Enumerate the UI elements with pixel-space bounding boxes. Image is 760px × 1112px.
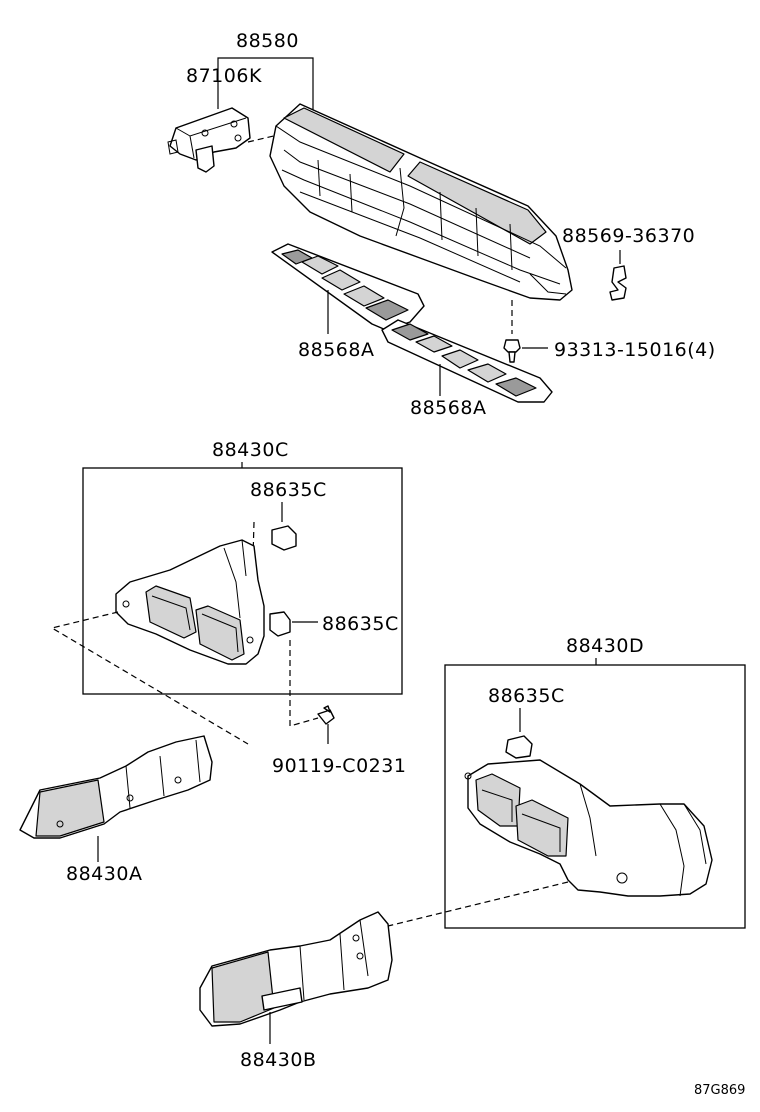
label-90119-c0231[interactable]: 90119-C0231 <box>272 755 406 777</box>
diagram-code: 87G869 <box>694 1083 745 1098</box>
label-88568a-1[interactable]: 88568A <box>298 339 374 361</box>
dash-87106k-to-88580 <box>247 133 283 143</box>
box-88430d <box>444 664 746 929</box>
label-88635c-2[interactable]: 88635C <box>322 613 399 635</box>
label-88430d[interactable]: 88430D <box>566 635 644 657</box>
label-88430c[interactable]: 88430C <box>212 439 289 461</box>
dash-88430c-to-88430a <box>50 611 249 745</box>
label-88635c-1[interactable]: 88635C <box>250 479 327 501</box>
part-87106k-unit[interactable] <box>167 107 251 173</box>
leader-88580 <box>217 57 314 110</box>
label-88569-36370[interactable]: 88569-36370 <box>562 225 695 247</box>
label-88580[interactable]: 88580 <box>236 30 299 52</box>
part-88430b-duct[interactable] <box>199 911 393 1027</box>
part-90119-bolt[interactable] <box>317 705 335 725</box>
part-88568a-panel-1[interactable] <box>271 243 425 331</box>
part-93313-screw[interactable] <box>503 339 521 363</box>
part-88430c-duct[interactable] <box>115 539 265 665</box>
dash-88430d-to-88430b <box>387 881 569 927</box>
label-87106k[interactable]: 87106K <box>186 65 262 87</box>
box-88430c <box>82 467 403 695</box>
part-88430a-duct[interactable] <box>19 735 213 839</box>
label-88430a[interactable]: 88430A <box>66 863 142 885</box>
part-88635c-clip-3[interactable] <box>505 735 533 759</box>
part-88569-clip[interactable] <box>609 265 627 301</box>
label-88635c-3[interactable]: 88635C <box>488 685 565 707</box>
label-88430b[interactable]: 88430B <box>240 1049 316 1071</box>
dash-bolt-90119 <box>289 640 319 727</box>
part-88580-housing[interactable] <box>269 103 573 301</box>
part-88635c-clip-2[interactable] <box>269 611 291 637</box>
part-88430d-duct[interactable] <box>464 759 713 897</box>
label-93313-15016[interactable]: 93313-15016(4) <box>554 339 716 361</box>
label-88568a-2[interactable]: 88568A <box>410 397 486 419</box>
part-88635c-clip-1[interactable] <box>271 525 297 551</box>
part-88568a-panel-2[interactable] <box>381 319 553 403</box>
